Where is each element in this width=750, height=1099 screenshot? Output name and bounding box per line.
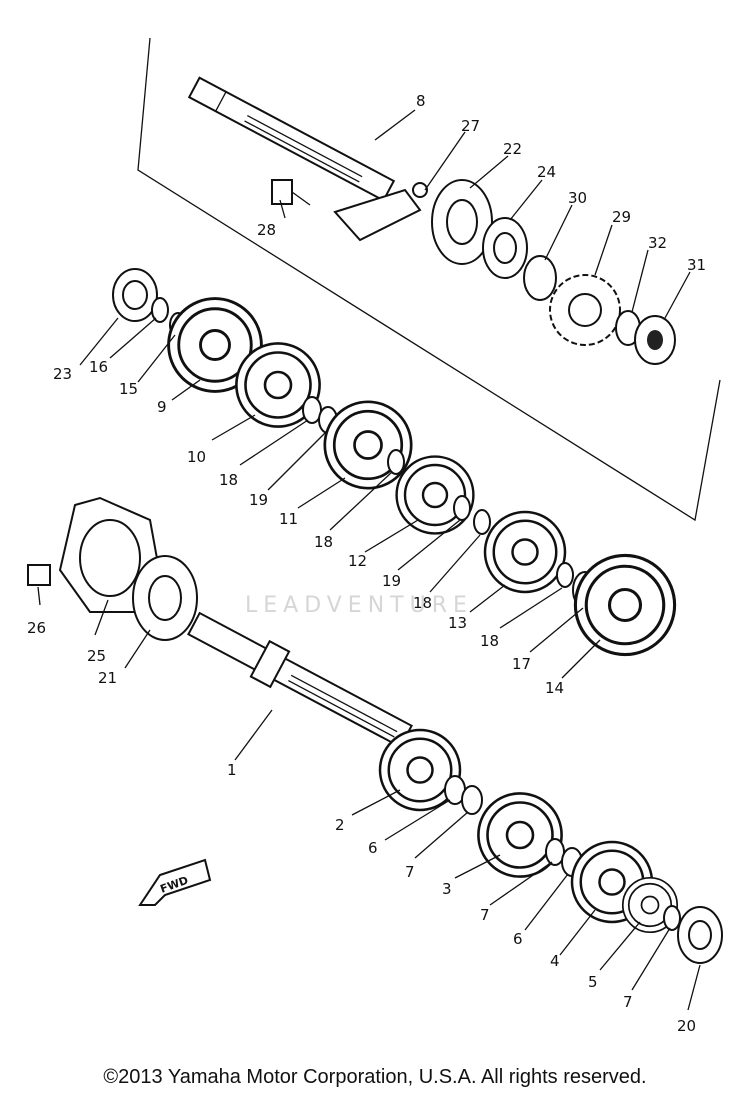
callout-30: 30 [568, 189, 587, 207]
callout-29: 29 [612, 208, 631, 226]
callout-22: 22 [503, 140, 522, 158]
callout-3: 3 [442, 880, 452, 898]
main-shaft [187, 76, 396, 202]
watermark-text: LEADVENTURE [245, 593, 473, 618]
washer-18b [387, 449, 405, 475]
callout-2: 2 [335, 816, 345, 834]
callout-7: 7 [405, 863, 415, 881]
retainer-hole [79, 519, 141, 597]
callout-23: 23 [53, 365, 72, 383]
callout-26: 26 [27, 619, 46, 637]
bearing-21 [132, 555, 198, 641]
screw-28 [271, 179, 311, 206]
nut-31 [634, 315, 676, 365]
gear-14 [573, 553, 677, 657]
callout-18: 18 [219, 471, 238, 489]
callout-7: 7 [480, 906, 490, 924]
stopper-plate-27 [333, 182, 428, 242]
callout-31: 31 [687, 256, 706, 274]
callout-19: 19 [249, 491, 268, 509]
gear-13 [483, 510, 567, 594]
callout-24: 24 [537, 163, 556, 181]
callout-25: 25 [87, 647, 106, 665]
callout-11: 11 [279, 510, 298, 528]
callout-18: 18 [314, 533, 333, 551]
washer-18c [473, 509, 491, 535]
bearing-20 [677, 906, 723, 964]
callout-leaders [37, 109, 701, 1011]
collar-30 [523, 255, 557, 301]
screw-26 [27, 564, 51, 586]
bearing-22 [431, 179, 493, 265]
fwd-arrow-icon: FWD [138, 858, 212, 906]
callout-14: 14 [545, 679, 564, 697]
main-shaft-frame [137, 37, 721, 522]
gear-12 [395, 455, 475, 535]
callout-12: 12 [348, 552, 367, 570]
washer-16 [151, 297, 169, 323]
callout-18: 18 [480, 632, 499, 650]
callout-28: 28 [257, 221, 276, 239]
callout-17: 17 [512, 655, 531, 673]
drive-axle-1 [187, 611, 413, 749]
callout-6: 6 [513, 930, 523, 948]
copyright-text: ©2013 Yamaha Motor Corporation, U.S.A. A… [103, 1066, 647, 1088]
callout-9: 9 [157, 398, 167, 416]
callout-27: 27 [461, 117, 480, 135]
callout-19: 19 [382, 572, 401, 590]
callout-20: 20 [677, 1017, 696, 1035]
callout-5: 5 [588, 973, 598, 991]
seal-24 [482, 217, 528, 279]
circlip-7c [663, 905, 681, 931]
bearing-23 [112, 268, 158, 322]
callout-7: 7 [623, 993, 633, 1011]
callout-8: 8 [416, 92, 426, 110]
callout-16: 16 [89, 358, 108, 376]
callout-32: 32 [648, 234, 667, 252]
callout-13: 13 [448, 614, 467, 632]
callout-18: 18 [413, 594, 432, 612]
callout-labels: 8 27 22 24 30 29 32 31 28 23 16 15 9 10 … [27, 92, 706, 1035]
washer-18d [556, 562, 574, 588]
callout-21: 21 [98, 669, 117, 687]
circlip-7 [461, 785, 483, 815]
callout-6: 6 [368, 839, 378, 857]
callout-4: 4 [550, 952, 560, 970]
gear-11 [323, 400, 413, 490]
callout-10: 10 [187, 448, 206, 466]
circlip-19b [453, 495, 471, 521]
callout-1: 1 [227, 761, 237, 779]
callout-15: 15 [119, 380, 138, 398]
sprocket-29 [549, 274, 621, 346]
